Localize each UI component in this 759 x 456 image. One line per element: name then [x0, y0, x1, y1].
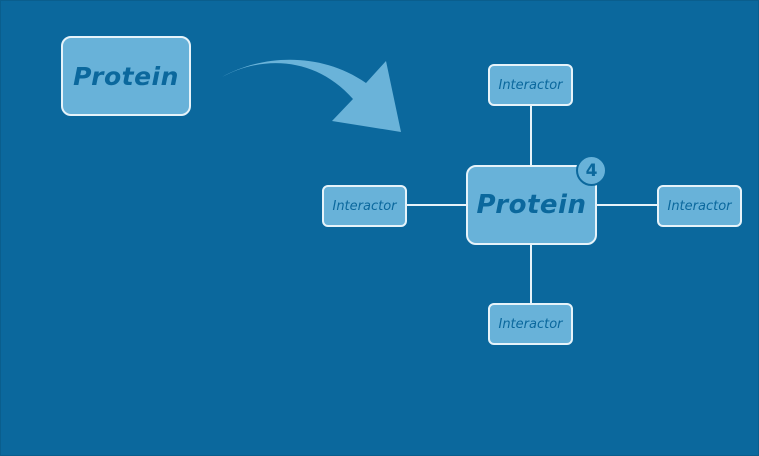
interactor-label: Interactor [332, 198, 397, 214]
interactor-label: Interactor [498, 77, 563, 93]
transform-arrow [222, 59, 401, 132]
source-protein-node: Protein [61, 36, 191, 116]
interactor-node-left: Interactor [322, 185, 407, 227]
interactor-label: Interactor [667, 198, 732, 214]
center-protein-label: Protein [476, 190, 587, 220]
interaction-count: 4 [585, 160, 598, 181]
interactor-node-right: Interactor [657, 185, 742, 227]
source-protein-label: Protein [73, 61, 179, 91]
interactor-node-bottom: Interactor [488, 303, 573, 345]
interactor-label: Interactor [498, 316, 563, 332]
interactor-node-top: Interactor [488, 64, 573, 106]
interaction-count-badge: 4 [576, 155, 607, 186]
center-protein-node: Protein [466, 165, 597, 245]
